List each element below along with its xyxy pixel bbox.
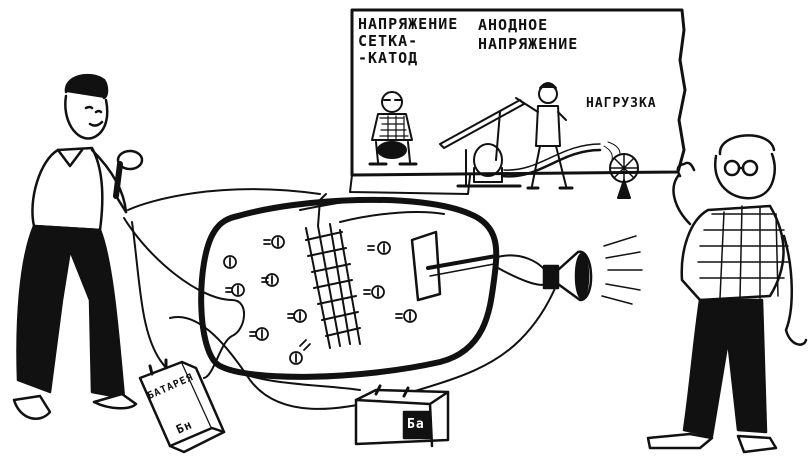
battery-grid [140, 360, 224, 452]
battery-anode-label: Ба [407, 417, 425, 432]
poster-label-load: НАГРУЗКА [586, 96, 657, 111]
poster-water-wheel [604, 142, 638, 198]
vacuum-tube [201, 200, 496, 377]
anode-plate [412, 232, 496, 300]
loudspeaker [544, 236, 642, 304]
boy-right [648, 135, 806, 452]
control-grid [306, 194, 360, 348]
battery-anode [356, 386, 448, 446]
boy-left [14, 75, 142, 419]
poster-label-grid-voltage: НАПРЯЖЕНИЕ СЕТКА- -КАТОД [358, 16, 458, 67]
poster-boy-grid [370, 92, 416, 164]
poster-label-anode-voltage: АНОДНОЕ НАПРЯЖЕНИЕ [478, 16, 578, 54]
